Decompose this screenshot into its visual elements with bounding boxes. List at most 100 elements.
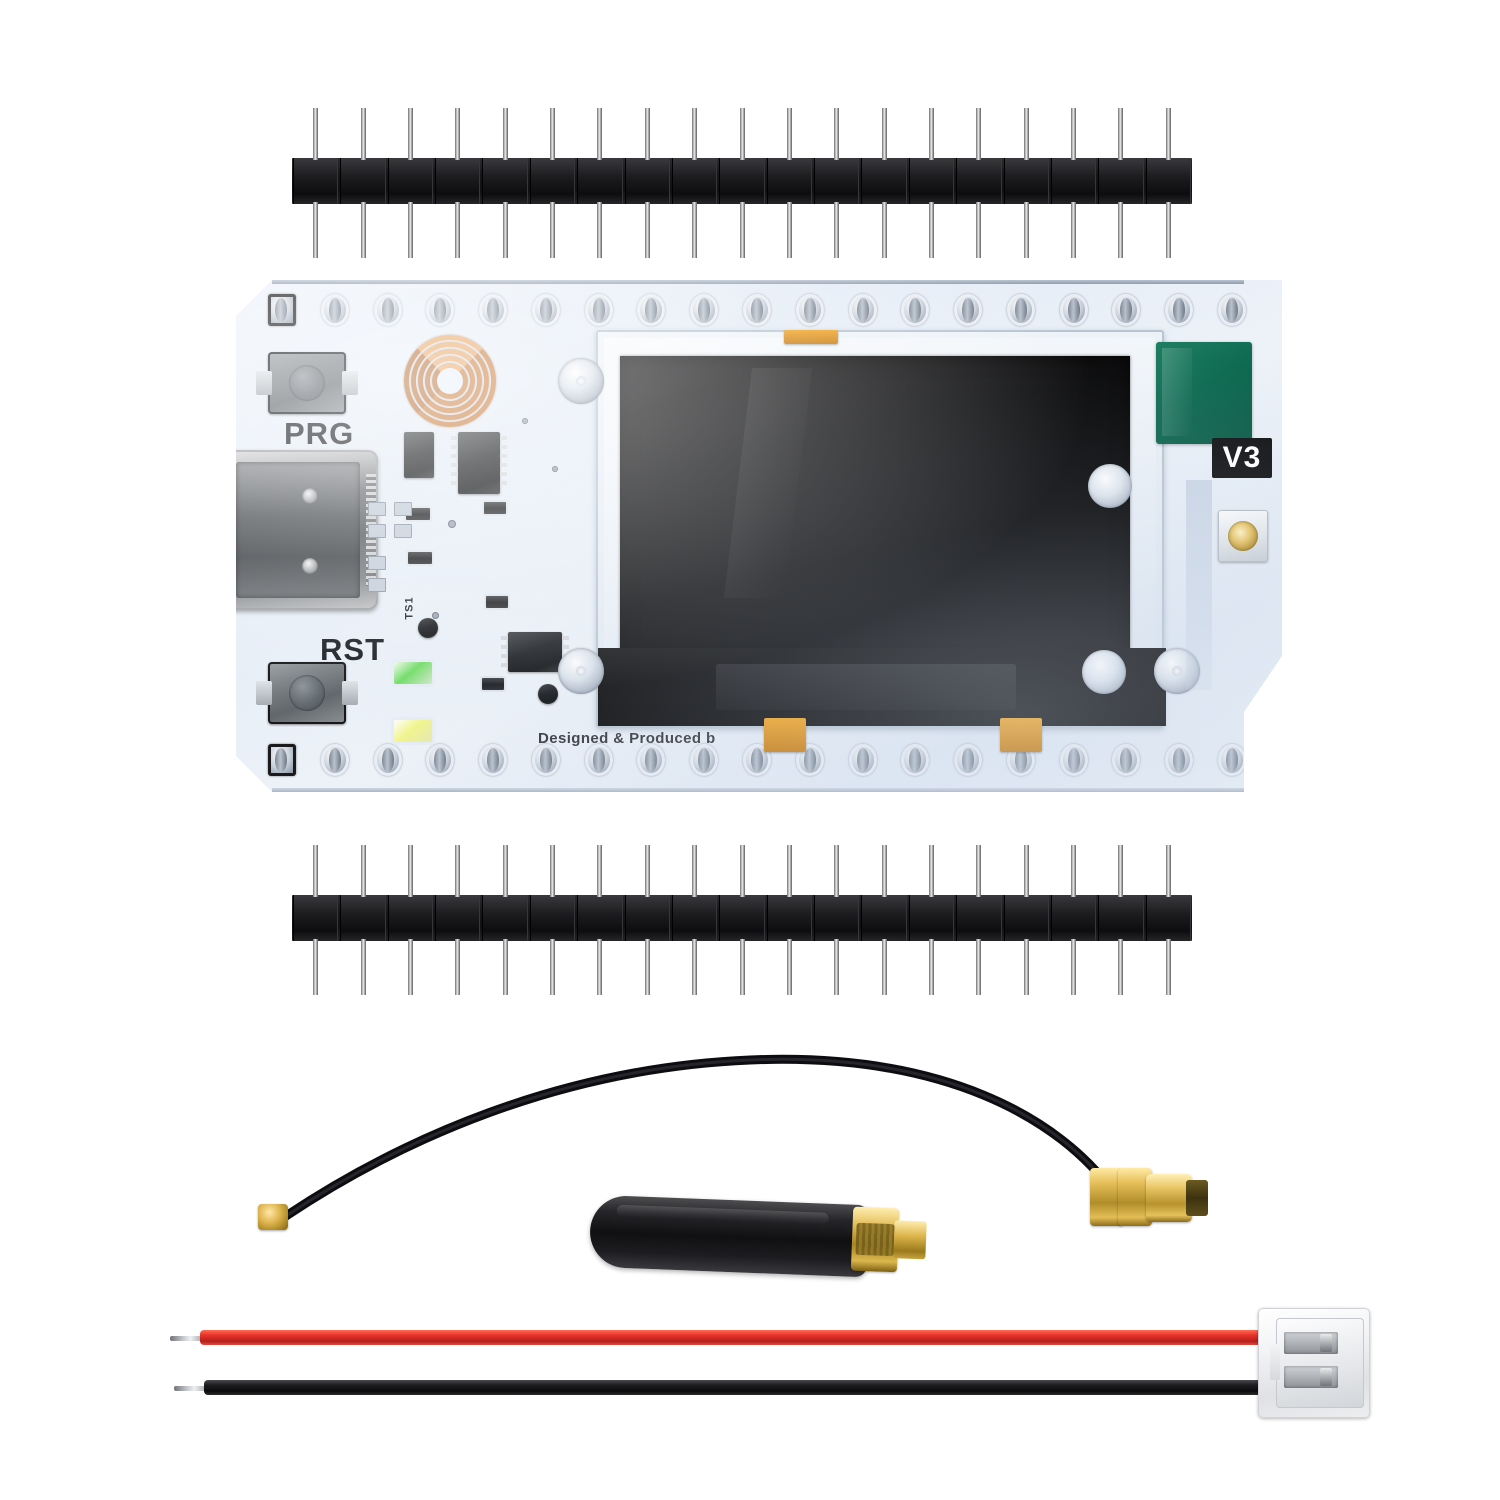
sma-threaded-tip [893, 1220, 927, 1260]
header-pin-upper [550, 845, 556, 897]
smd-inductor-black [538, 684, 558, 704]
header-pin-upper [739, 845, 745, 897]
header-pin-upper [1023, 108, 1029, 160]
jst-latch [1270, 1344, 1280, 1380]
pcb-pad-hole [479, 294, 508, 326]
header-pin-upper [313, 845, 319, 897]
header-pin-lower [502, 202, 508, 258]
smd-inductor-black [418, 618, 438, 638]
pcb-pad-hole [531, 294, 560, 326]
header-pin-upper [881, 108, 887, 160]
pin-header-segment [435, 895, 481, 941]
jst-contact-slot-1 [1284, 1332, 1338, 1354]
header-pin-lower [928, 939, 934, 995]
pin-header-segment [814, 895, 860, 941]
header-pin-upper [928, 108, 934, 160]
pin-header-segment [719, 158, 765, 204]
pcb-pad-hole [268, 744, 296, 776]
ic-legs-right [562, 636, 569, 668]
header-pin-upper [1165, 108, 1171, 160]
header-pin-lower [739, 202, 745, 258]
header-pin-lower [550, 939, 556, 995]
pcb-via [522, 418, 528, 424]
header-pin-upper [407, 845, 413, 897]
pcb-pad-hole [901, 294, 930, 326]
pin-header-segment [861, 158, 907, 204]
pin-header-segment [1145, 895, 1191, 941]
pcb-pad-hole [637, 744, 666, 776]
pin-header-segment [671, 158, 718, 204]
header-pin-upper [313, 108, 319, 160]
pin-header-segment [293, 158, 339, 204]
pcb-pad-hole [426, 744, 455, 776]
rst-button[interactable] [256, 662, 358, 724]
soic8-regulator [501, 632, 569, 672]
pin-header-segment [624, 158, 670, 204]
pin-header-segment [340, 895, 386, 941]
pcb-pad-hole [637, 294, 666, 326]
display-mount-left-top [558, 358, 604, 404]
header-pin-lower [928, 202, 934, 258]
usb-solder-dimple-bottom [302, 558, 318, 574]
header-pin-upper [1118, 845, 1124, 897]
pigtail-cable-highlight [284, 1057, 1118, 1218]
pin-header-segment [1098, 158, 1144, 204]
usb-c-port[interactable] [236, 450, 378, 610]
pin-header-bottom [292, 845, 1192, 995]
jst-connector[interactable] [1258, 1308, 1370, 1418]
header-pin-upper [692, 845, 698, 897]
display-panel [620, 356, 1130, 666]
pigtail-cable-svg [281, 1054, 1121, 1221]
jst-contact-slot-2 [1284, 1366, 1338, 1388]
pcb-pad-hole [690, 744, 719, 776]
pin-header-segment [529, 895, 576, 941]
pin-header-segment [766, 895, 813, 941]
prg-label: PRG [284, 416, 355, 451]
ufl-plug-connector[interactable] [258, 1204, 288, 1230]
solder-pad [394, 524, 412, 538]
antenna-rubber-body [588, 1194, 870, 1278]
header-pin-lower [1165, 939, 1171, 995]
header-pin-upper [1071, 845, 1077, 897]
board-screw-hole-right-lower [1082, 650, 1126, 694]
header-pin-lower [1118, 202, 1124, 258]
header-pin-lower [502, 939, 508, 995]
designed-by-text: Designed & Produced b [538, 730, 716, 747]
antenna-socket-ufl[interactable] [1218, 510, 1268, 562]
header-pin-upper [834, 108, 840, 160]
header-pin-upper [1071, 108, 1077, 160]
jst-contact-metal [1320, 1368, 1332, 1386]
pcb-pad-hole [584, 744, 613, 776]
pin-header-segment [529, 158, 576, 204]
header-pin-upper [786, 108, 792, 160]
pcb-pad-hole [954, 294, 983, 326]
stubby-rubber-antenna [588, 1192, 927, 1288]
header-pin-lower [976, 939, 982, 995]
pin-header-segment [482, 895, 528, 941]
header-pin-upper [407, 108, 413, 160]
header-pin-lower [455, 202, 461, 258]
right-edge-traces [1186, 480, 1212, 690]
header-pin-lower [1071, 939, 1077, 995]
display-flex-cable-right [1000, 718, 1042, 752]
jst-battery-cable [170, 1300, 1370, 1430]
pcb-pad-hole [848, 294, 877, 326]
prg-button[interactable] [256, 352, 358, 414]
red-wire-tinned-tip [170, 1336, 204, 1341]
rst-button-dome[interactable] [289, 675, 325, 711]
pcb-pad-hole [1218, 294, 1246, 326]
header-pin-lower [786, 939, 792, 995]
pcb-pad-hole [1059, 294, 1088, 326]
ipex-to-sma-pigtail [230, 1020, 1290, 1320]
pin-header-segment [387, 895, 434, 941]
pin-header-segment [577, 158, 623, 204]
sma-female-connector[interactable] [1090, 1160, 1218, 1234]
sma-knurl-texture [855, 1222, 895, 1257]
green-status-led [394, 662, 432, 684]
prg-button-dome[interactable] [289, 365, 325, 401]
antenna-sma-male-connector[interactable] [850, 1206, 927, 1276]
pcb-pad-hole [1059, 744, 1088, 776]
display-mount-left-bottom [558, 648, 604, 694]
pcb-pad-hole [1112, 744, 1141, 776]
pcb-pad-hole [743, 744, 771, 776]
